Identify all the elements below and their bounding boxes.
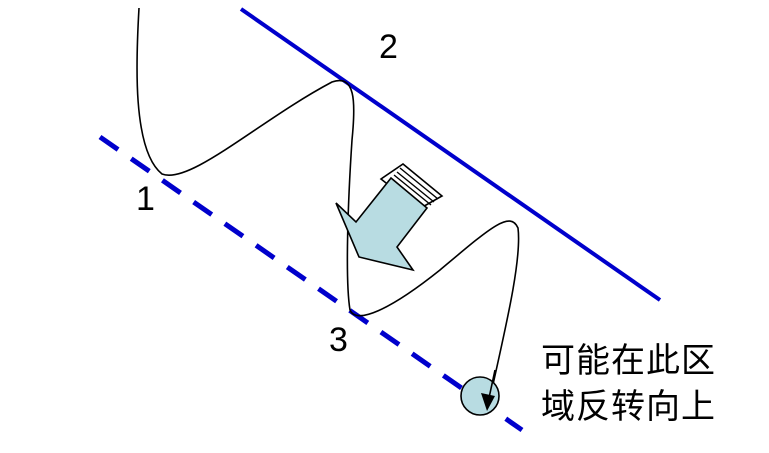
point-3-label: 3 (329, 321, 348, 359)
reversal-annotation: 可能在此区 域反转向上 (541, 338, 716, 430)
arrow-down-icon (481, 393, 495, 411)
point-1-label: 1 (136, 180, 155, 218)
curve-tail (488, 369, 496, 399)
point-2-label: 2 (379, 28, 398, 66)
annotation-line-1: 可能在此区 (541, 341, 716, 381)
upper-resistance-line (239, 7, 662, 302)
annotation-line-2: 域反转向上 (541, 387, 716, 427)
lower-support-line (98, 134, 524, 433)
down-trend-arrow-icon (335, 163, 444, 272)
